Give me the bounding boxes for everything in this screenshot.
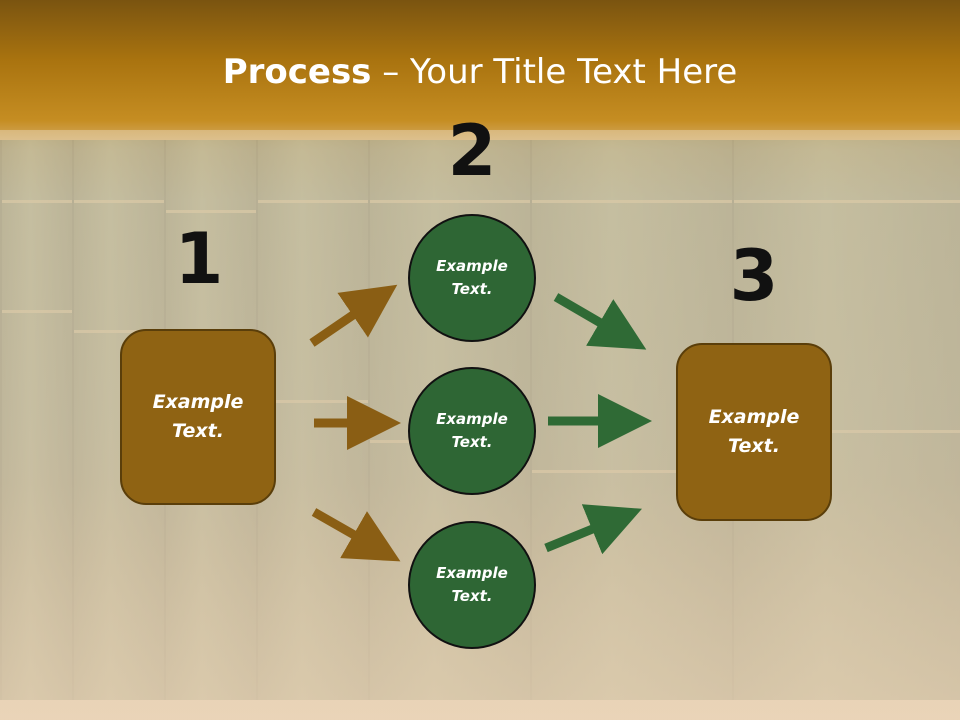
arrow-box1-to-circle1 — [309, 284, 398, 347]
step-number-3: 3 — [729, 235, 779, 317]
step-box-3-line2: Text. — [728, 435, 780, 457]
slide-title: Process – Your Title Text Here — [0, 52, 960, 92]
arrow-circle1-to-box3 — [553, 293, 647, 350]
arrow-box1-to-circle3 — [311, 508, 401, 562]
circle-1-line1: Example — [436, 257, 508, 275]
circle-2-line2: Text. — [451, 433, 493, 451]
step-box-1-line1: Example — [152, 391, 244, 413]
arrow-circle3-to-box3 — [544, 504, 642, 555]
circle-2-line1: Example — [436, 410, 508, 428]
step-box-3-line1: Example — [708, 406, 800, 428]
step-box-1-line2: Text. — [172, 420, 224, 442]
circle-3-line2: Text. — [451, 587, 493, 605]
title-rest: – Your Title Text Here — [371, 52, 738, 92]
circle-1-line2: Text. — [451, 280, 493, 298]
step-number-1: 1 — [174, 218, 224, 300]
circle-3-line1: Example — [436, 564, 508, 582]
title-bold: Process — [222, 52, 372, 92]
step-number-2: 2 — [447, 110, 497, 192]
